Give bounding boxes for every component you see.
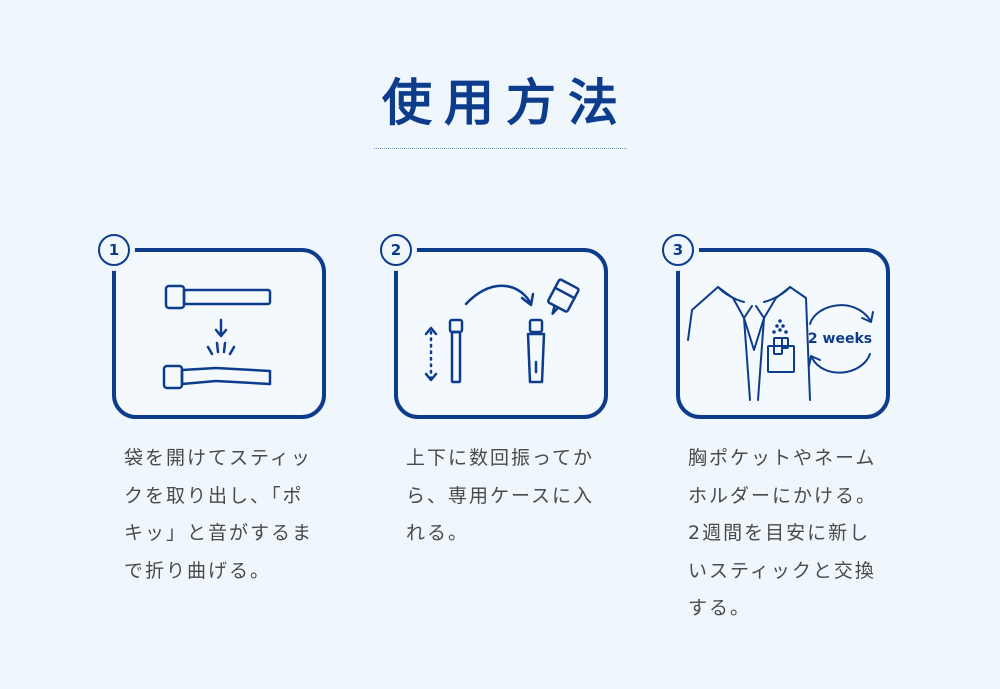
step-1-line: キッ」と音がするま	[124, 522, 314, 544]
stick-snap-icon	[162, 284, 272, 390]
step-3-line: 2週間を目安に新し	[688, 522, 871, 544]
step-3-description: 胸ポケットやネーム ホルダーにかける。 2週間を目安に新し いスティックと交換 …	[688, 440, 888, 628]
pocket-replace-icon: 2 weeks	[687, 286, 874, 401]
step-3-line: する。	[688, 597, 752, 619]
step-1-line: クを取り出し、「ポ	[124, 484, 304, 507]
step-2-line: 上下に数回振ってか	[406, 447, 595, 469]
page-title: 使用方法	[382, 74, 630, 132]
step-3-line: いスティックと交換	[688, 559, 876, 582]
step-1-line: で折り曲げる。	[124, 559, 272, 582]
step-2-description: 上下に数回振ってか ら、専用ケースに入 れる。	[406, 440, 606, 553]
replace-interval-label: 2 weeks	[808, 331, 872, 347]
step-1-description: 袋を開けてスティッ クを取り出し、「ポ キッ」と音がするま で折り曲げる。	[124, 440, 324, 590]
step-3-line: 胸ポケットやネーム	[688, 447, 877, 469]
step-2-line: ら、専用ケースに入	[406, 484, 595, 507]
title-divider	[374, 148, 627, 149]
step-2-panel	[394, 248, 608, 419]
step-3-number-badge: 3	[662, 234, 694, 266]
step-3-line: ホルダーにかける。	[688, 484, 878, 507]
step-3-panel	[676, 248, 890, 419]
step-2-number-badge: 2	[380, 234, 412, 266]
shake-and-case-icon	[424, 278, 580, 384]
step-1-line: 袋を開けてスティッ	[124, 447, 312, 469]
step-1-number-badge: 1	[98, 234, 130, 266]
step-2-line: れる。	[406, 522, 470, 544]
